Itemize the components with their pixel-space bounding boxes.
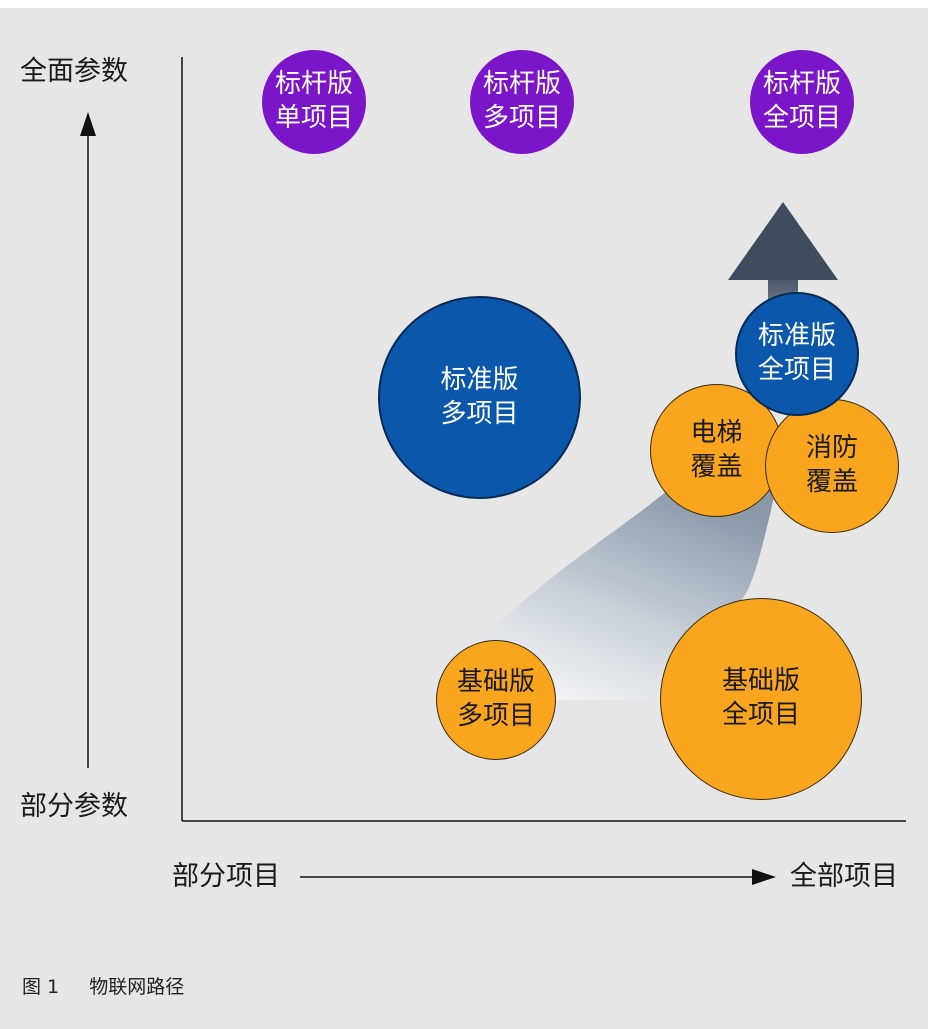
bubble-line: 全项目 bbox=[762, 103, 841, 133]
growth-path bbox=[470, 470, 780, 700]
bubble-line: 覆盖 bbox=[690, 451, 743, 482]
bubble-standard-multi: 标准版 多项目 bbox=[378, 296, 581, 499]
bubble-benchmark-multi: 标杆版 多项目 bbox=[470, 50, 574, 154]
upgrade-arrow-head bbox=[728, 202, 838, 280]
bubble-line: 电梯 bbox=[690, 417, 743, 448]
bubble-line: 覆盖 bbox=[805, 467, 858, 497]
y-axis-top-label: 全面参数 bbox=[20, 56, 128, 87]
bubble-line: 基础版 bbox=[456, 667, 535, 698]
figure-caption: 图 1 物联网路径 bbox=[22, 972, 184, 999]
diagram-canvas bbox=[0, 8, 928, 1029]
bubble-basic-multi: 基础版 多项目 bbox=[436, 640, 556, 760]
bubble-line: 标杆版 bbox=[762, 69, 841, 100]
bubble-line: 多项目 bbox=[456, 701, 535, 731]
bubble-line: 多项目 bbox=[482, 103, 561, 133]
bubble-line: 标杆版 bbox=[482, 69, 561, 100]
y-axis-bottom-label: 部分参数 bbox=[20, 791, 128, 822]
bubble-fire: 消防 覆盖 bbox=[765, 399, 899, 533]
bubble-line: 标准版 bbox=[440, 364, 519, 395]
x-axis-left-label: 部分项目 bbox=[172, 861, 280, 892]
x-axis-arrow-head bbox=[752, 869, 776, 885]
bubble-line: 标准版 bbox=[757, 321, 836, 352]
caption-number: 图 1 bbox=[22, 976, 60, 998]
bubble-line: 单项目 bbox=[274, 103, 353, 133]
bubble-basic-all: 基础版 全项目 bbox=[660, 598, 862, 800]
bubble-benchmark-all: 标杆版 全项目 bbox=[750, 50, 854, 154]
bubble-line: 全项目 bbox=[721, 700, 800, 730]
bubble-line: 全项目 bbox=[757, 355, 836, 385]
y-axis-arrow-head bbox=[80, 112, 96, 136]
bubble-standard-all: 标准版 全项目 bbox=[735, 292, 859, 416]
bubble-benchmark-single: 标杆版 单项目 bbox=[262, 50, 366, 154]
bubble-line: 多项目 bbox=[440, 398, 519, 429]
bubble-line: 消防 bbox=[805, 433, 858, 464]
bubble-line: 标杆版 bbox=[274, 69, 353, 100]
caption-title: 物联网路径 bbox=[89, 976, 185, 998]
bubble-line: 基础版 bbox=[721, 666, 800, 697]
x-axis-right-label: 全部项目 bbox=[790, 861, 898, 892]
